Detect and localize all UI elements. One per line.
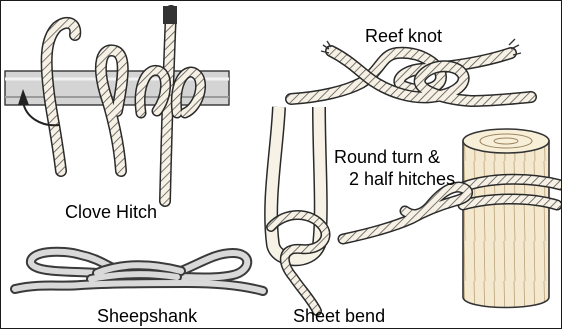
round-turn-label-line1: Round turn & [334,147,440,168]
clove-hitch-figure [5,6,229,201]
round-turn-post [463,141,549,308]
sheet-bend-figure [271,107,326,311]
sheepshank-figure [15,252,263,291]
reef-knot-figure [291,39,531,101]
sheet-bend-label: Sheet bend [293,306,385,327]
reef-knot-label: Reef knot [365,26,442,47]
round-turn-post-top [463,129,549,153]
clove-hitch-label: Clove Hitch [65,202,157,223]
sheepshank-label: Sheepshank [97,306,197,327]
round-turn-label-line2: 2 half hitches [349,169,455,190]
